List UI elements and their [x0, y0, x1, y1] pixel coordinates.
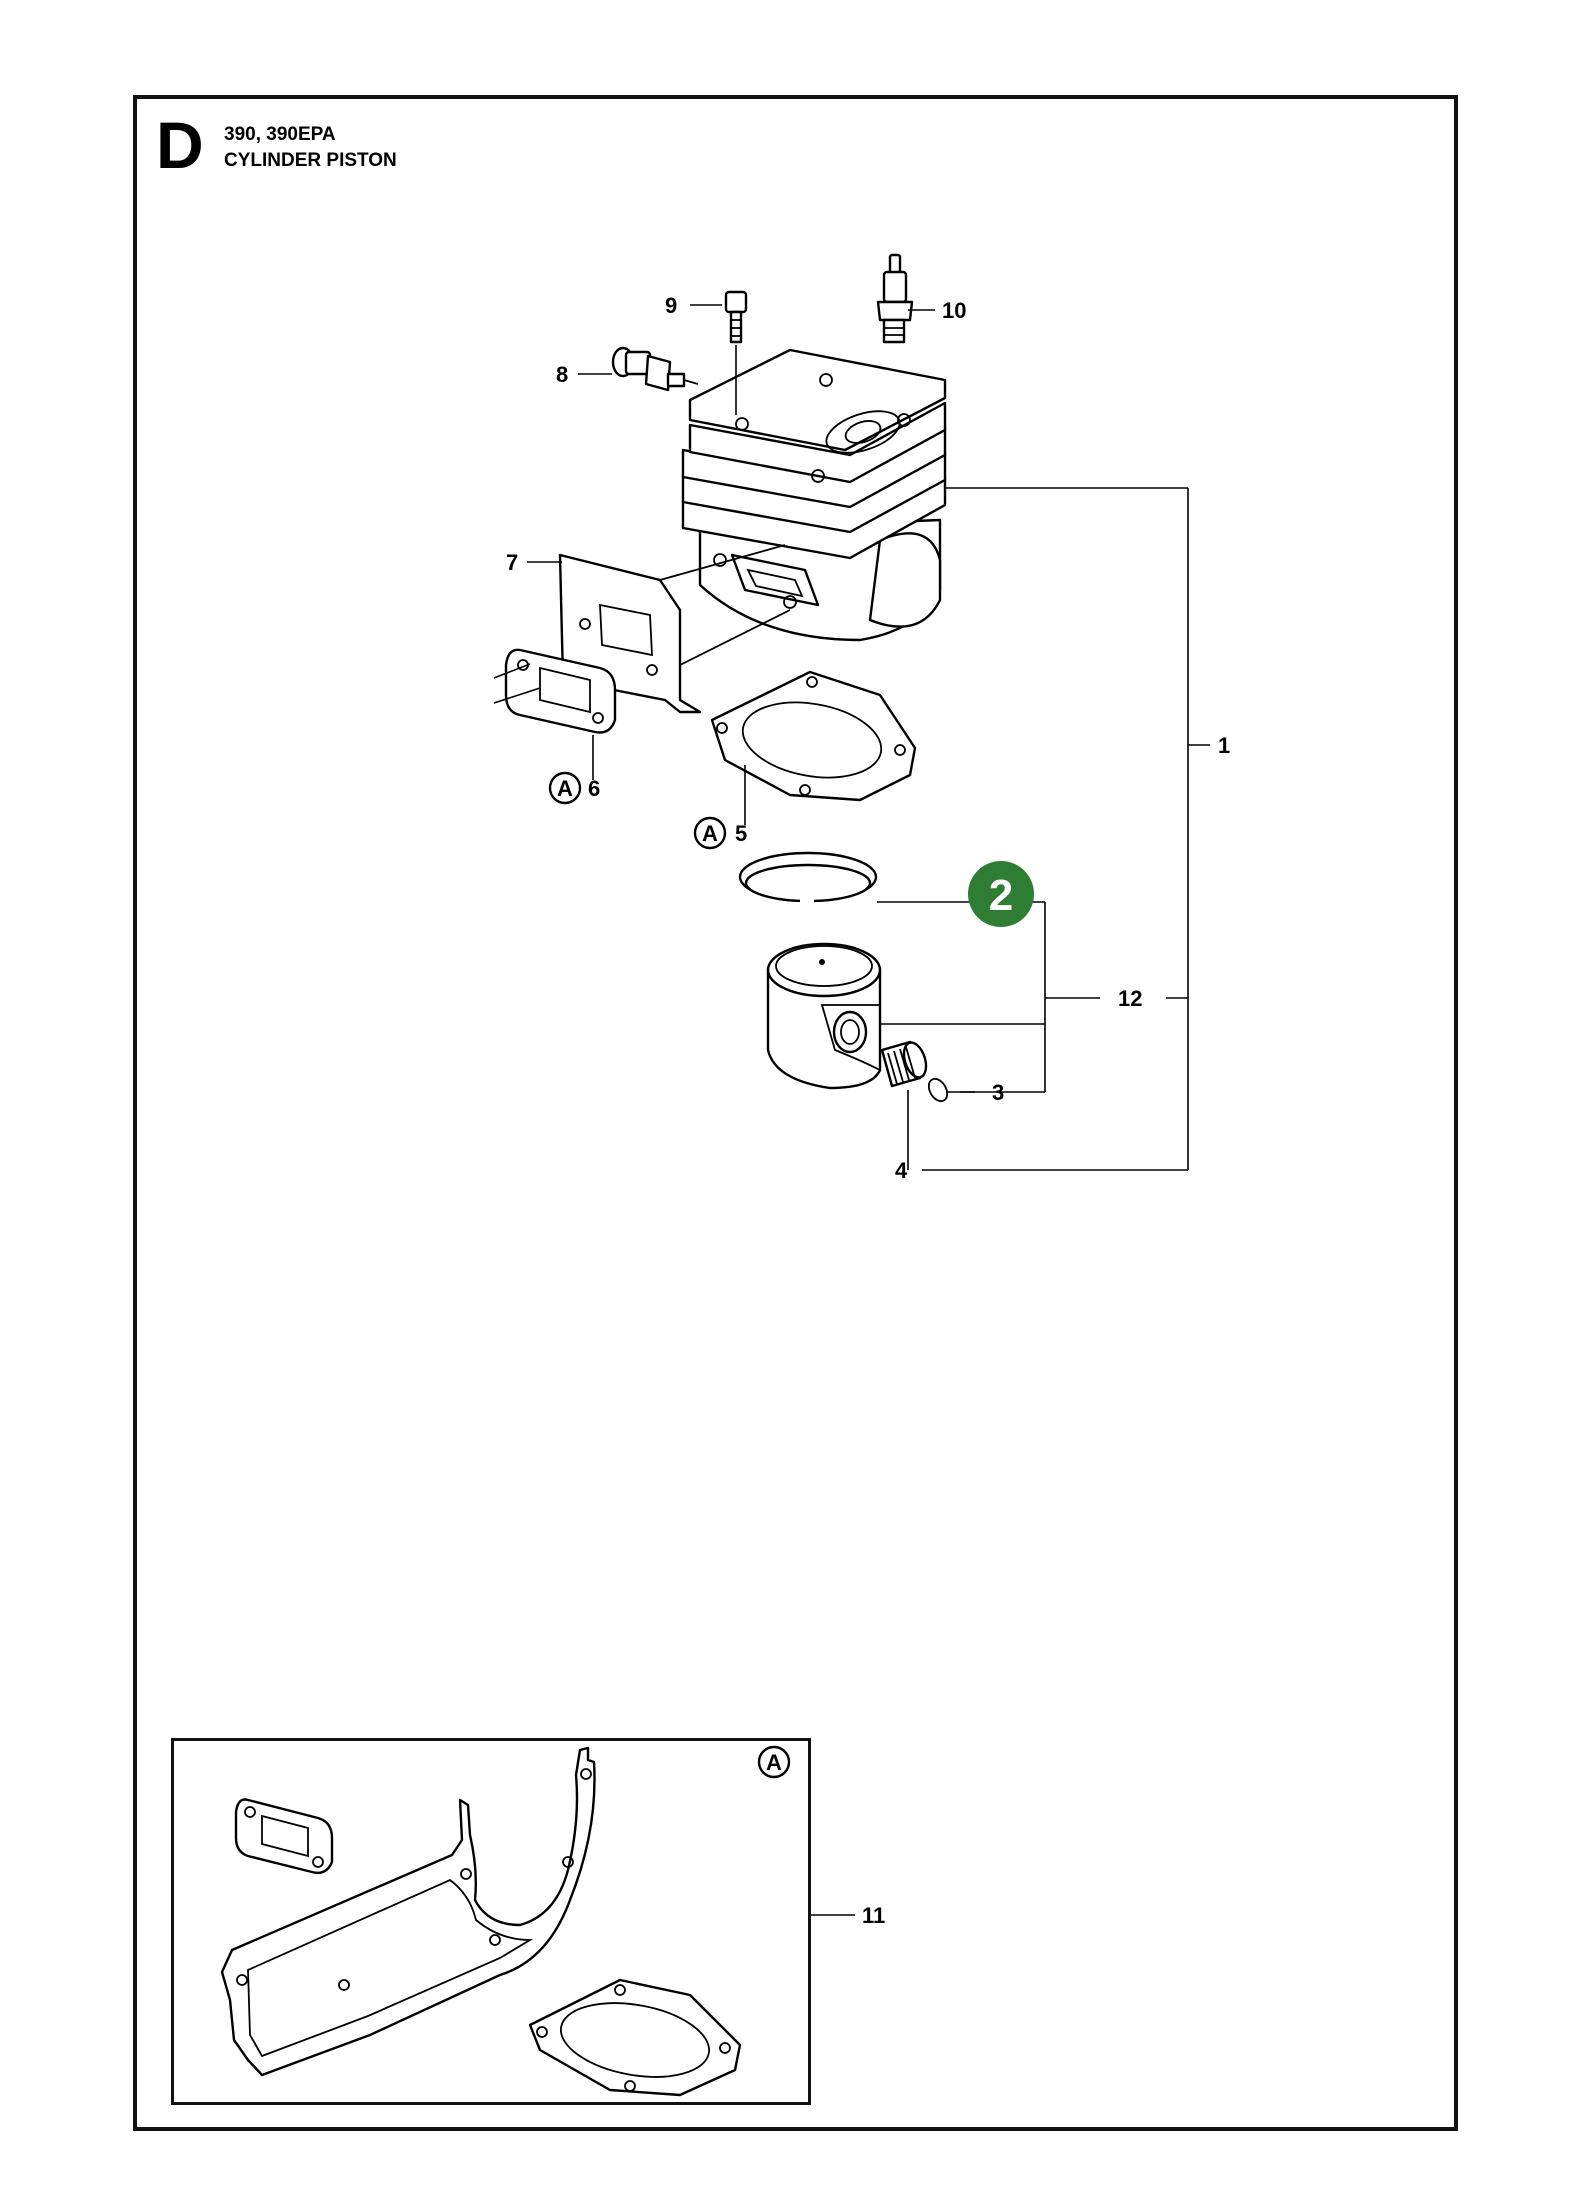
callout-11: 11 — [862, 1903, 885, 1928]
callout-2-highlight: 2 — [968, 861, 1034, 927]
diagram-frame — [133, 95, 1458, 2131]
callout-4: 4 — [895, 1158, 908, 1183]
section-letter: D — [156, 108, 204, 182]
cylinder-base-gasket — [710, 670, 917, 802]
kit-marker-a-icon: A — [557, 776, 573, 801]
section-title: CYLINDER PISTON — [224, 150, 397, 171]
piston-ring — [738, 851, 878, 908]
callout-10: 10 — [942, 298, 966, 323]
leader-lines — [527, 304, 1210, 1916]
callout-12: 12 — [1118, 986, 1142, 1011]
callout-1: 1 — [1218, 733, 1230, 758]
callout-5: 5 — [735, 821, 747, 846]
cylinder-bolt — [724, 290, 748, 344]
callout-5-group: A 5 — [693, 816, 747, 850]
callout-6: 6 — [588, 776, 600, 801]
gasket-kit-contents: A — [220, 1745, 791, 2097]
callout-2: 2 — [989, 871, 1013, 920]
piston — [766, 942, 882, 1090]
callout-8: 8 — [556, 362, 568, 387]
spark-plug — [876, 253, 914, 344]
gasket-kit-box — [171, 1738, 811, 2105]
cylinder — [681, 348, 947, 642]
callout-7: 7 — [506, 550, 518, 575]
model-label: 390, 390EPA — [224, 124, 336, 145]
exhaust-gasket — [493, 648, 617, 734]
kit-marker-a-icon: A — [702, 821, 718, 846]
callout-3: 3 — [992, 1080, 1004, 1105]
decompression-valve — [611, 346, 699, 392]
piston-pin-circlip — [927, 1077, 949, 1103]
needle-bearing — [880, 1040, 928, 1088]
callout-6-group: A 6 — [548, 771, 600, 805]
callout-9: 9 — [665, 293, 677, 318]
kit-marker-a-icon: A — [766, 1750, 782, 1775]
